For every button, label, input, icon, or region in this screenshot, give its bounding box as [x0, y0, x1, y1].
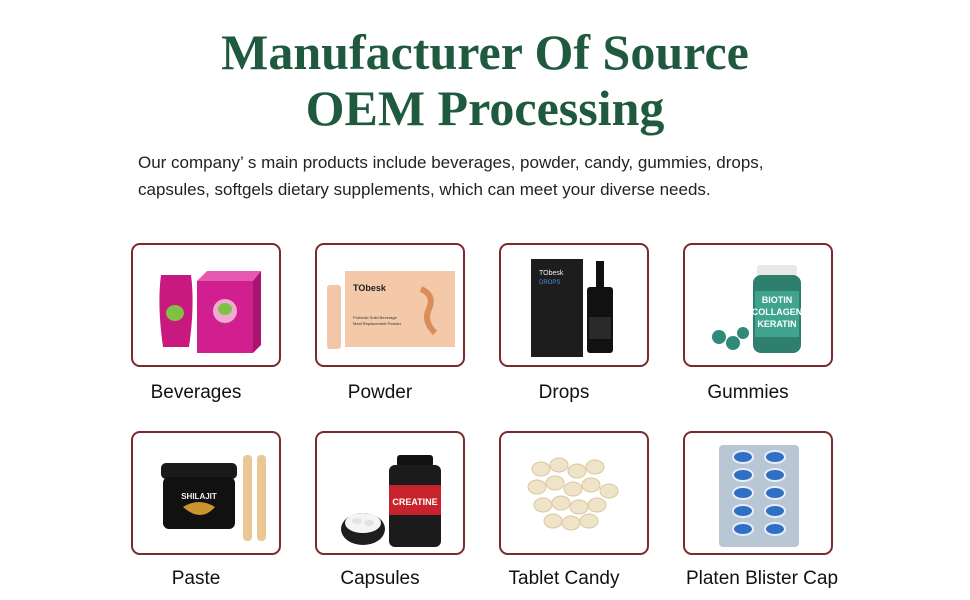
tablet-candy-image: [515, 445, 633, 543]
product-card-tablet-candy[interactable]: [499, 431, 649, 555]
powder-package-text-2: Meal Replacement Powder: [353, 321, 402, 326]
product-card-gummies[interactable]: BIOTIN COLLAGEN KERATIN: [683, 243, 833, 367]
intro-line-2: capsules, softgels dietary supplements, …: [138, 180, 711, 199]
product-card-paste[interactable]: SHILAJIT: [131, 431, 281, 555]
capsules-image: CREATINE: [341, 455, 441, 547]
paste-jar-text: SHILAJIT: [181, 492, 217, 501]
gummies-jar-text-2: COLLAGEN: [752, 307, 803, 317]
gummies-image: BIOTIN COLLAGEN KERATIN: [712, 265, 803, 353]
drops-box-text: DROPS: [539, 280, 560, 286]
product-label: Platen Blister Cap: [685, 568, 839, 589]
product-card-beverages[interactable]: [131, 243, 281, 367]
product-label: Powder: [347, 382, 413, 403]
gummies-jar-text-1: BIOTIN: [762, 295, 793, 305]
product-card-drops[interactable]: TObesk DROPS: [499, 243, 649, 367]
paste-image: SHILAJIT: [161, 455, 266, 541]
product-label: Gummies: [707, 382, 789, 403]
product-label: Beverages: [150, 382, 242, 403]
product-label: Tablet Candy: [508, 568, 620, 589]
powder-package-text-1: Probiotic Solid Beverage: [353, 315, 398, 320]
page-title-line-1: Manufacturer Of Source: [221, 24, 749, 80]
drops-image: TObesk DROPS: [531, 259, 613, 357]
beverages-image: [159, 271, 261, 353]
platen-blister-cap-image: [699, 439, 817, 549]
gummies-jar-text-3: KERATIN: [757, 319, 796, 329]
product-label: Paste: [171, 568, 221, 589]
drops-box-brand: TObesk: [539, 270, 564, 277]
powder-brand: TObesk: [353, 283, 387, 293]
powder-image: TObesk Probiotic Solid Beverage Meal Rep…: [327, 271, 455, 349]
product-card-platen-blister-cap[interactable]: [683, 431, 833, 555]
product-card-capsules[interactable]: CREATINE: [315, 431, 465, 555]
product-label: Drops: [538, 382, 590, 403]
intro-line-1: Our company’ s main products include bev…: [138, 153, 764, 172]
page-title-line-2: OEM Processing: [305, 80, 665, 136]
intro-text: Our company’ s main products include bev…: [138, 149, 868, 203]
product-label: Capsules: [340, 568, 420, 589]
capsules-bottle-text: CREATINE: [392, 497, 437, 507]
product-card-powder[interactable]: TObesk Probiotic Solid Beverage Meal Rep…: [315, 243, 465, 367]
